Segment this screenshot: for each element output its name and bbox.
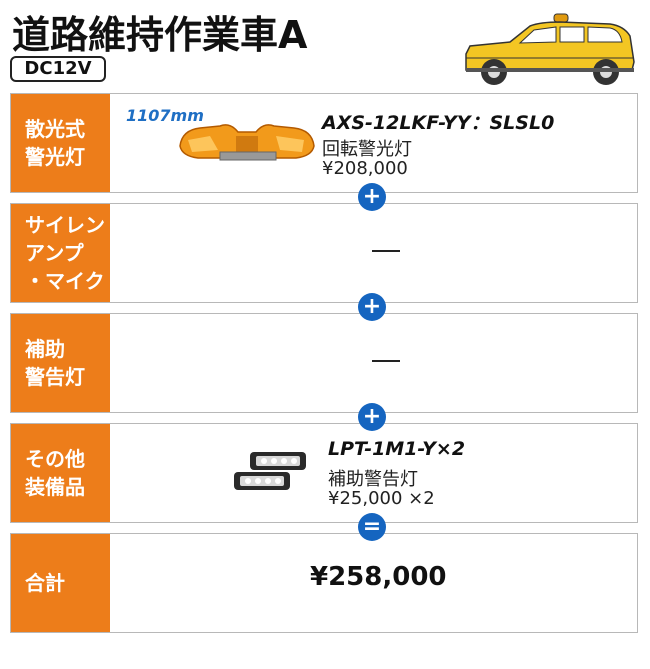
row-content-total: ¥258,000	[110, 534, 637, 632]
row-label-aux-warning: 補助 警告灯	[11, 314, 110, 412]
row-content-other: LPT-1M1-Y×2 補助警告灯 ¥25,000 ×2	[110, 424, 637, 522]
row-label-other: その他 装備品	[11, 424, 110, 522]
plus-icon: +	[358, 293, 386, 321]
row-other: その他 装備品 LPT-1M1-Y×2 補助警告灯 ¥25,000 ×2	[10, 423, 638, 523]
total-price: ¥258,000	[310, 562, 447, 592]
row-label-total: 合計	[11, 534, 110, 632]
taxi-car-icon	[465, 13, 635, 85]
page-title: 道路維持作業車A	[12, 13, 308, 57]
equals-icon: =	[358, 513, 386, 541]
row-content-beacon: 1107mm AXS-12LKF-YY：SLSL0 回転警光灯 ¥208,000	[110, 94, 637, 192]
length-label: 1107mm	[126, 106, 204, 125]
row-aux-warning: 補助 警告灯	[10, 313, 638, 413]
row-label-beacon: 散光式 警光灯	[11, 94, 110, 192]
row-siren: サイレン アンプ ・マイク	[10, 203, 638, 303]
row-total: 合計 ¥258,000	[10, 533, 638, 633]
plus-icon: +	[358, 403, 386, 431]
product-name: LPT-1M1-Y×2	[328, 438, 466, 460]
row-label-siren: サイレン アンプ ・マイク	[11, 204, 110, 302]
voltage-badge: DC12V	[10, 56, 106, 82]
product-price: ¥25,000 ×2	[328, 488, 435, 509]
plus-icon: +	[358, 183, 386, 211]
warning-light-icon	[234, 452, 306, 490]
row-content-aux-warning	[110, 314, 637, 412]
row-beacon: 散光式 警光灯 1107mm AXS-12LKF-YY：SLSL0 回転警光灯 …	[10, 93, 638, 193]
lightbar-icon	[179, 124, 315, 161]
product-name: AXS-12LKF-YY：SLSL0	[322, 112, 555, 134]
product-desc: 回転警光灯	[322, 139, 412, 160]
empty-dash	[372, 250, 400, 252]
empty-dash	[372, 360, 400, 362]
product-desc: 補助警告灯	[328, 469, 418, 490]
product-price: ¥208,000	[322, 158, 408, 179]
row-content-siren	[110, 204, 637, 302]
